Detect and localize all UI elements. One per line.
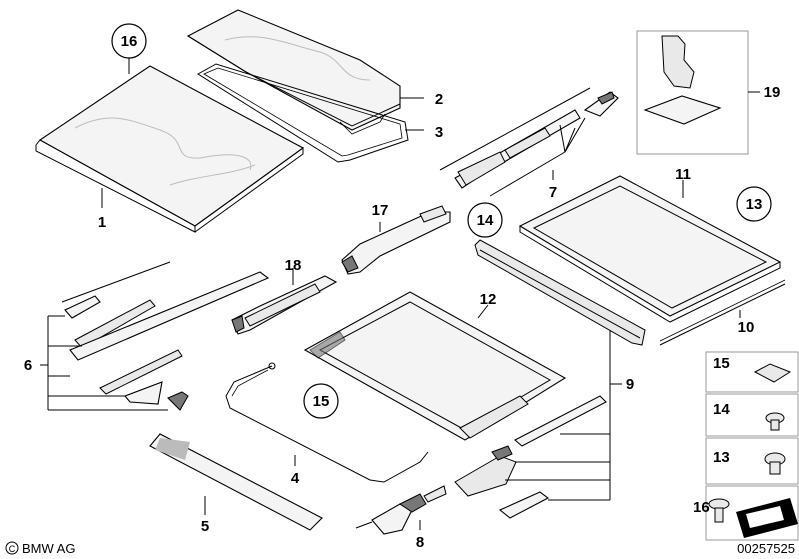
part-10-strip (659, 279, 786, 346)
callout-18: 18 (285, 257, 302, 274)
legend-15: 15 (705, 351, 799, 393)
callout-circle-15: 15 (303, 383, 339, 419)
svg-text:13: 13 (713, 449, 730, 466)
brand-label: BMW AG (22, 541, 75, 556)
part-4-cable (225, 362, 429, 483)
part-17-drive-mechanism (341, 205, 451, 275)
callout-17: 17 (372, 202, 389, 219)
part-14-cross-member: 14 (467, 202, 646, 346)
callout-6: 6 (24, 357, 32, 374)
part-3-seal (197, 63, 409, 163)
svg-text:13: 13 (746, 196, 763, 213)
part-5-cover-strip (149, 433, 323, 531)
svg-text:15: 15 (313, 393, 330, 410)
callout-4: 4 (291, 470, 300, 487)
part-8-motor (355, 485, 447, 535)
svg-text:15: 15 (713, 355, 730, 372)
callout-19: 19 (764, 84, 781, 101)
callout-8: 8 (416, 534, 424, 551)
part-19-kit-box (636, 30, 760, 155)
part-6-rail-set (47, 261, 270, 411)
legend-14: 14 (705, 393, 799, 437)
callout-11: 11 (675, 166, 691, 183)
legend-16: 16 (693, 485, 799, 541)
part-9-bracket-set (454, 330, 611, 519)
svg-text:C: C (9, 544, 16, 554)
part-12-sunshade (303, 291, 567, 441)
svg-text:16: 16 (121, 33, 138, 50)
svg-text:16: 16 (693, 499, 710, 516)
callout-circle-13: 13 (736, 186, 772, 222)
image-number: 00257525 (737, 541, 795, 556)
callout-5: 5 (201, 518, 209, 535)
part-18-guide-rail (231, 275, 338, 335)
callout-1: 1 (98, 214, 106, 231)
callout-numbers: 1 2 3 4 5 6 7 8 9 10 11 12 17 18 19 (24, 84, 781, 551)
part-1-glass-lid (35, 65, 305, 233)
footer: C BMW AG 00257525 (5, 541, 795, 556)
legend-13: 13 (705, 437, 799, 485)
callout-2: 2 (435, 91, 443, 108)
part-11-sunroof-frame (518, 175, 782, 323)
svg-text:14: 14 (477, 212, 494, 229)
part-7-guide-rails (439, 87, 619, 197)
callout-7: 7 (549, 184, 557, 201)
callout-10: 10 (738, 319, 755, 336)
callout-9: 9 (626, 376, 634, 393)
callout-circle-16: 16 (111, 23, 147, 74)
leader-lines (40, 97, 741, 530)
callout-12: 12 (480, 291, 497, 308)
callout-3: 3 (435, 124, 443, 141)
svg-text:14: 14 (713, 401, 730, 418)
